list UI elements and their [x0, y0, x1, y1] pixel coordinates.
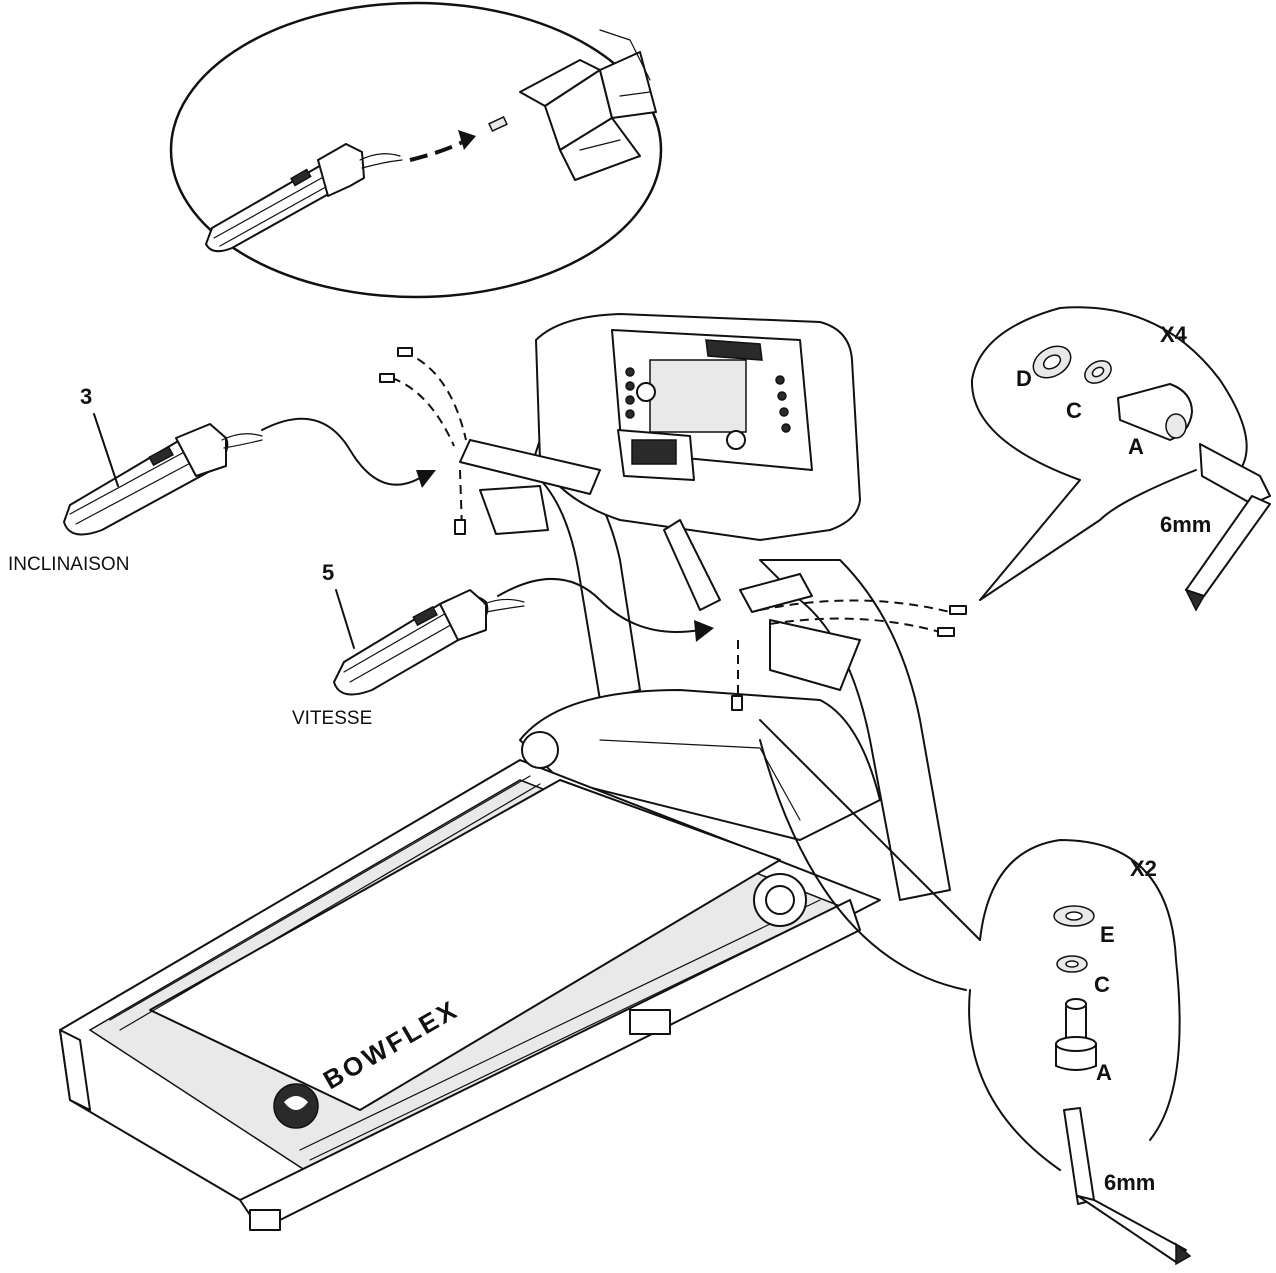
qty-x4: X4 [1160, 322, 1188, 347]
part-number-5: 5 [322, 560, 334, 585]
fastener-paths [379, 347, 967, 711]
detail-oval-connection [169, 1, 663, 299]
part-number-3: 3 [80, 384, 92, 409]
label-a-lower: A [1096, 1060, 1112, 1085]
oval-handle-illustration [205, 143, 403, 253]
allen-wrench-icon [1063, 1107, 1192, 1266]
tool-size-lower: 6mm [1104, 1170, 1155, 1195]
label-d-upper: D [1016, 366, 1032, 391]
tool-size-upper: 6mm [1160, 512, 1211, 537]
label-c-upper: C [1066, 398, 1082, 423]
hardware-callout-x2: X2 E C A 6mm [759, 719, 1192, 1266]
label-a-upper: A [1128, 434, 1144, 459]
incline-handle-group: 3 INCLINAISON [8, 384, 436, 575]
incline-label: INCLINAISON [8, 554, 129, 575]
running-belt [149, 779, 781, 1111]
treadmill-illustration: BOWFLEX [59, 313, 951, 1231]
label-c-lower: C [1094, 972, 1110, 997]
speed-handle-group: 5 VITESSE [292, 560, 714, 729]
console-buttons [625, 367, 791, 450]
bolt-a-lower [1055, 998, 1097, 1071]
label-e-lower: E [1100, 922, 1115, 947]
console-screen [649, 359, 747, 433]
speed-label: VITESSE [292, 708, 372, 729]
qty-x2: X2 [1130, 856, 1157, 881]
hardware-callout-x4: X4 D C A 6mm [970, 306, 1271, 612]
allen-wrench-icon [1184, 443, 1271, 612]
oval-frame-illustration [519, 29, 657, 181]
